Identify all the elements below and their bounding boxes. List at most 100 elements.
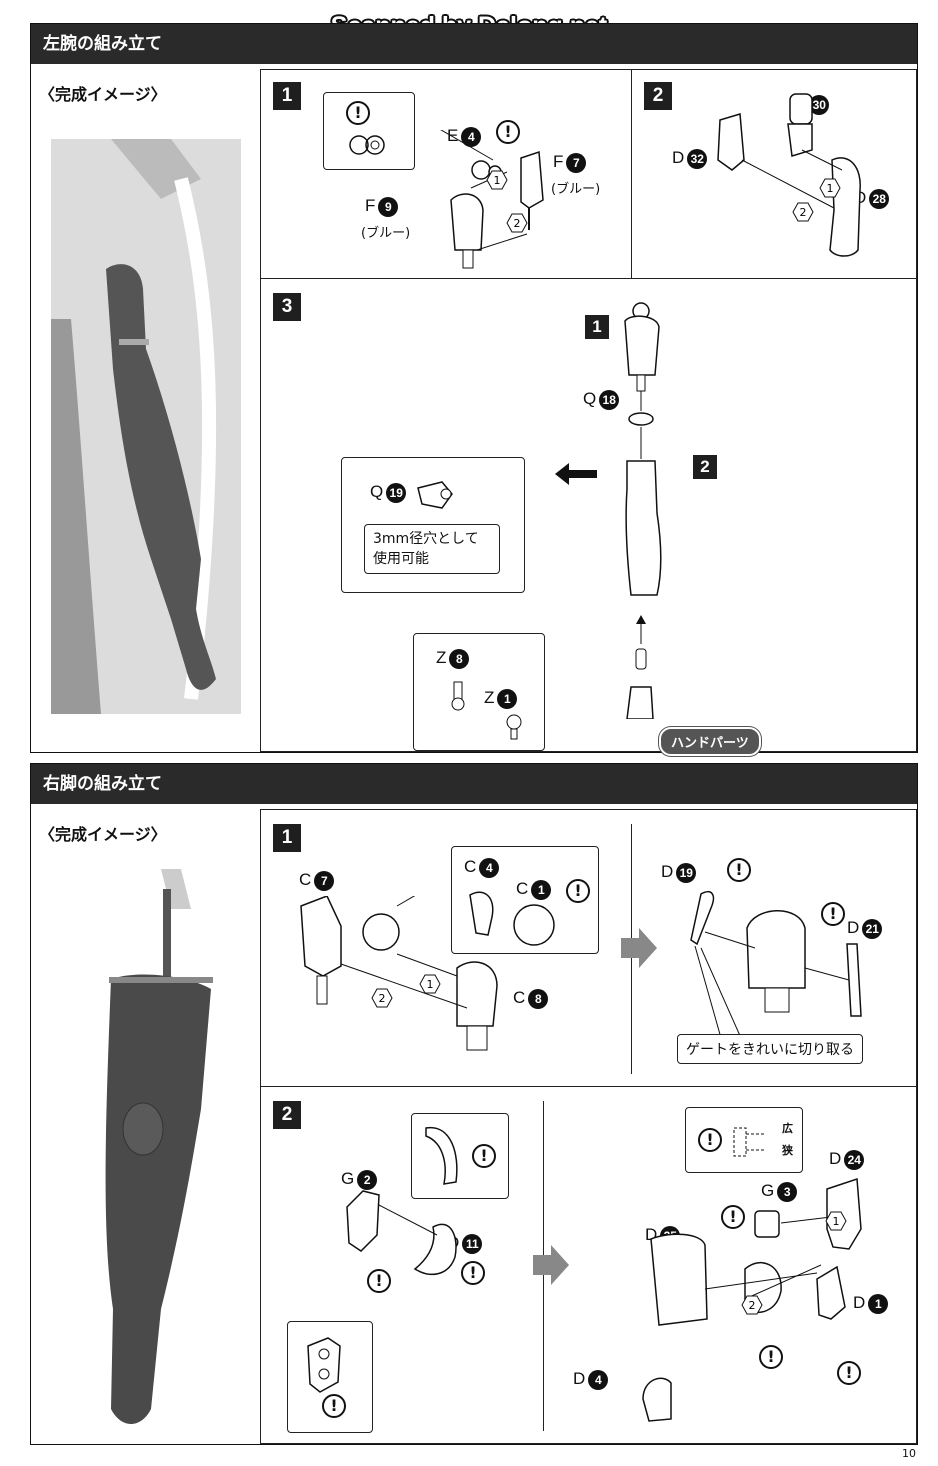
order-marker: 2 bbox=[506, 213, 528, 233]
note-3mm-hole: 3mm径穴として使用可能 bbox=[364, 524, 500, 574]
svg-text:1: 1 bbox=[833, 1215, 840, 1228]
caution-icon: ! bbox=[322, 1394, 346, 1418]
caution-icon: ! bbox=[367, 1269, 391, 1293]
svg-text:2: 2 bbox=[800, 206, 807, 219]
step-number: 3 bbox=[273, 293, 301, 321]
step-number: 1 bbox=[273, 824, 301, 852]
section-title-right-leg: 右脚の組み立て bbox=[31, 764, 917, 804]
caution-icon: ! bbox=[461, 1261, 485, 1285]
right-leg-image-panel: 〈完成イメージ〉 bbox=[31, 809, 261, 1444]
caution-icon: ! bbox=[698, 1128, 722, 1152]
d11-detail-callout: ! bbox=[411, 1113, 509, 1199]
part-color-f9: (ブルー) bbox=[361, 226, 411, 241]
svg-text:2: 2 bbox=[749, 1299, 756, 1312]
g3-detail-icon bbox=[733, 1127, 766, 1157]
step-number: 2 bbox=[644, 82, 672, 110]
part-label-d28: D28 bbox=[854, 188, 890, 209]
image-label: 〈完成イメージ〉 bbox=[39, 825, 167, 844]
g3-detail-callout: ! 広 狭 bbox=[685, 1107, 803, 1173]
step1-diagram bbox=[440, 130, 544, 269]
caution-icon: ! bbox=[496, 120, 520, 144]
svg-text:1: 1 bbox=[827, 182, 834, 195]
caution-icon: ! bbox=[566, 879, 590, 903]
step3-main-diagram bbox=[624, 302, 662, 719]
order-marker: 2 bbox=[371, 988, 393, 1008]
c4-c1-parts-icon bbox=[469, 891, 555, 946]
order-marker: 2 bbox=[741, 1295, 763, 1315]
part-color-f7: (ブルー) bbox=[551, 182, 601, 197]
svg-text:1: 1 bbox=[427, 978, 434, 991]
arm-completed-illustration bbox=[51, 139, 241, 714]
svg-text:2: 2 bbox=[379, 992, 386, 1005]
caution-icon: ! bbox=[727, 858, 751, 882]
narrow-label: 狭 bbox=[782, 1144, 793, 1157]
z-parts-icon bbox=[451, 681, 522, 740]
caution-icon: ! bbox=[721, 1205, 745, 1229]
step-reference: 2 bbox=[693, 455, 717, 479]
step2-right-diagram bbox=[642, 1177, 862, 1422]
right-leg-step2-panel: 2 ! G2 D11 ! ! ! ! 広 狭 D24 G3 ! D25 D1 bbox=[260, 1086, 917, 1444]
caution-icon: ! bbox=[821, 902, 845, 926]
caution-icon: ! bbox=[472, 1144, 496, 1168]
order-marker: 1 bbox=[825, 1211, 847, 1231]
step2-left-diagram bbox=[346, 1190, 457, 1276]
left-arm-image-panel: 〈完成イメージ〉 bbox=[31, 69, 261, 752]
svg-text:2: 2 bbox=[514, 217, 521, 230]
step1-leg-diagram bbox=[300, 896, 498, 1051]
step2-diagram bbox=[717, 93, 861, 257]
wide-label: 広 bbox=[782, 1122, 793, 1135]
step-number: 1 bbox=[273, 82, 301, 110]
g2-detail-icon bbox=[307, 1337, 341, 1393]
order-marker: 1 bbox=[819, 178, 841, 198]
arrow-right-icon bbox=[621, 928, 657, 968]
arrow-right-icon bbox=[555, 463, 597, 485]
g2-detail-callout: ! bbox=[287, 1321, 373, 1433]
gate-cut-note: ゲートをきれいに切り取る bbox=[677, 1034, 863, 1064]
order-marker: 2 bbox=[792, 202, 814, 222]
q19-part-icon bbox=[417, 481, 453, 509]
step1-right-diagram bbox=[690, 890, 862, 1038]
caution-icon: ! bbox=[346, 101, 370, 125]
hand-parts-label: ハンドパーツ bbox=[659, 727, 761, 756]
ring-part-icon bbox=[349, 135, 385, 155]
order-marker: 1 bbox=[486, 170, 508, 190]
caution-icon: ! bbox=[759, 1345, 783, 1369]
step-reference: 1 bbox=[585, 315, 609, 339]
page-number: 10 bbox=[902, 1447, 916, 1460]
d11-detail-icon bbox=[425, 1126, 458, 1185]
svg-text:1: 1 bbox=[494, 174, 501, 187]
leg-completed-illustration bbox=[105, 869, 213, 1424]
section-title-left-arm: 左腕の組み立て bbox=[31, 24, 917, 64]
detail-callout: ! bbox=[323, 92, 415, 170]
caution-icon: ! bbox=[837, 1361, 861, 1385]
step-number: 2 bbox=[273, 1101, 301, 1129]
order-marker: 1 bbox=[419, 974, 441, 994]
